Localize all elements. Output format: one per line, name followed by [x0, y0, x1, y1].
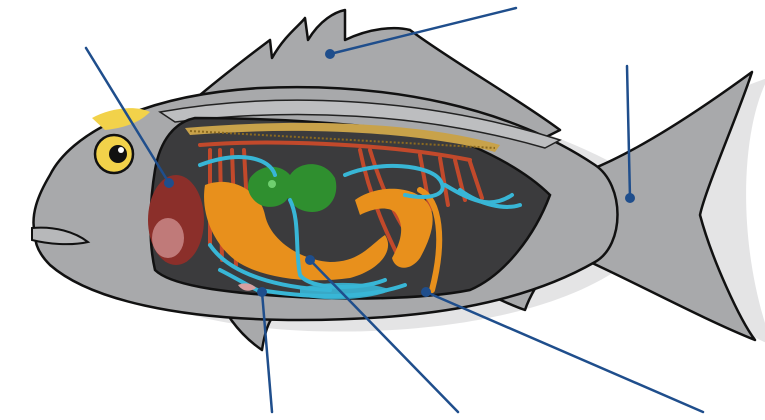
leader-dot-dorsal-fin: [325, 49, 335, 59]
eye-highlight: [118, 147, 124, 153]
heart-lower: [152, 218, 184, 258]
leader-dot-swim-bladder: [257, 287, 267, 297]
leader-dot-gonad: [421, 287, 431, 297]
leader-dot-heart: [164, 178, 174, 188]
gall-bladder-highlight: [268, 180, 276, 188]
leader-dot-tail: [625, 193, 635, 203]
leader-line-gonad: [426, 292, 703, 412]
leader-dot-liver: [305, 255, 315, 265]
pupil: [109, 145, 127, 163]
